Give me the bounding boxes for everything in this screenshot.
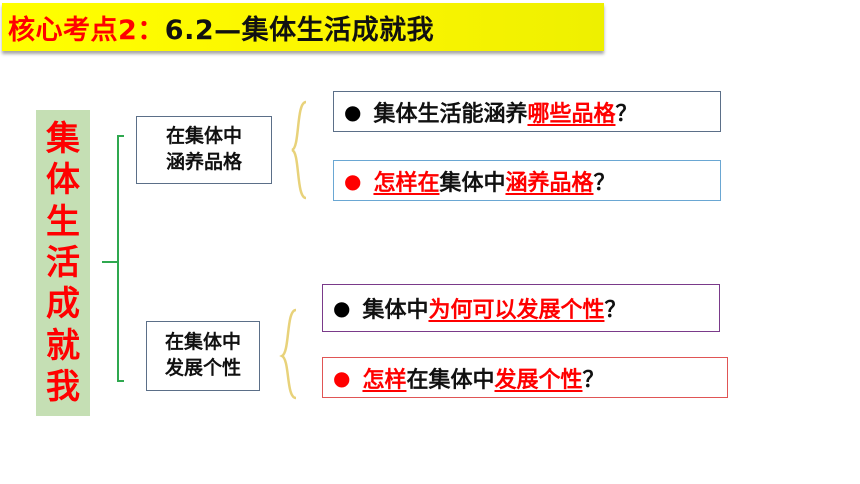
- question-text: 集体中: [362, 298, 429, 323]
- main-branch-bracket: [102, 135, 124, 382]
- subtopic-cultivate-character: 在集体中 涵养品格: [136, 116, 272, 184]
- subtopic-line: 发展个性: [164, 357, 241, 379]
- question-mark: ？: [604, 298, 627, 323]
- main-topic-box: 集 体 生 活 成 就 我: [36, 110, 90, 416]
- question-box: ● 怎样 在集体中 发展个性 ？: [322, 357, 728, 398]
- subtopic-line: 涵养品格: [165, 151, 242, 173]
- question-text: 集体生活能涵养: [373, 101, 528, 127]
- question-keyword: 哪些品格: [527, 101, 616, 127]
- brace-branch-2: [279, 308, 297, 400]
- subtopic-line: 在集体中: [164, 331, 241, 354]
- main-topic-char: 活: [46, 242, 80, 283]
- title-main: 6.2—集体生活成就我: [164, 14, 435, 46]
- question-box: ● 集体生活能涵养 哪些品格 ？: [333, 91, 721, 132]
- question-keyword: 涵养品格: [505, 170, 594, 196]
- question-text: 在集体中: [406, 367, 495, 393]
- main-topic-char: 集: [46, 118, 80, 159]
- main-topic-char: 体: [46, 160, 80, 201]
- bullet-icon: ●: [344, 168, 362, 193]
- main-topic-char: 成: [46, 284, 80, 325]
- question-box: ● 怎样在 集体中 涵养品格 ？: [333, 160, 721, 201]
- subtopic-line: 在集体中: [165, 125, 242, 148]
- bullet-icon: ●: [344, 99, 362, 124]
- question-mark: ？: [615, 101, 638, 127]
- question-mark: ？: [582, 367, 605, 393]
- question-keyword: 为何可以发展个性: [428, 298, 605, 323]
- question-keyword: 怎样: [362, 367, 407, 393]
- main-topic-char: 生: [46, 201, 80, 242]
- main-topic-char: 就: [46, 325, 80, 366]
- subtopic-develop-individuality: 在集体中 发展个性: [146, 321, 260, 391]
- question-keyword: 发展个性: [494, 367, 583, 393]
- brace-branch-1: [291, 100, 307, 200]
- question-box: ● 集体中 为何可以发展个性 ？: [322, 284, 720, 332]
- title-prefix: 核心考点2：: [8, 14, 165, 46]
- question-text: 集体中: [439, 170, 506, 196]
- bullet-icon: ●: [333, 296, 351, 320]
- question-keyword: 怎样在: [373, 170, 440, 196]
- bullet-icon: ●: [333, 365, 351, 390]
- main-topic-char: 我: [46, 367, 80, 408]
- title-banner: 核心考点2： 6.2—集体生活成就我: [2, 3, 604, 51]
- question-mark: ？: [593, 170, 616, 196]
